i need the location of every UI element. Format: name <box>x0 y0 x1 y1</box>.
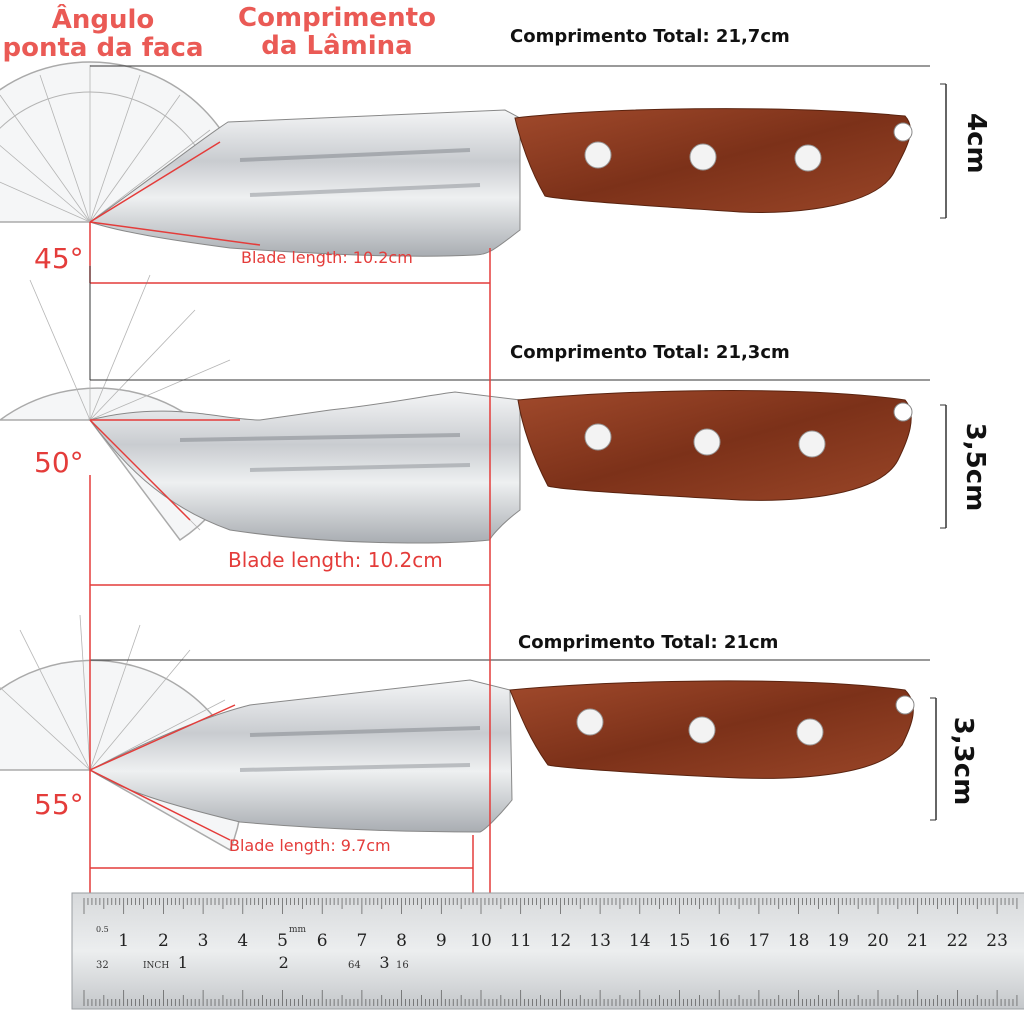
ruler-inch-labels: 1 2 3 <box>178 953 390 972</box>
ruler-cm-label: 5 <box>277 931 288 951</box>
blade-length-header: Comprimento da Lâmina <box>238 3 436 61</box>
ruler-cm-label: 21 <box>907 931 929 951</box>
ruler-cm-label: 22 <box>947 931 969 951</box>
ruler-cm-label: 13 <box>589 931 611 951</box>
ruler-cm-label: 6 <box>317 931 328 951</box>
knife-1-total-length: Comprimento Total: 21,7cm <box>510 26 790 47</box>
ruler-cm-label: 8 <box>396 931 407 951</box>
knife-3-width: 3,3cm <box>948 716 978 806</box>
ruler-cm-label: 4 <box>237 931 248 951</box>
ruler-cm-label: 7 <box>356 931 367 951</box>
ruler-cm-label: 1 <box>118 931 129 951</box>
ruler-mm-unit: mm <box>289 925 307 935</box>
angle-header: Ângulo ponta da faca <box>2 5 204 63</box>
ruler-cm-label: 12 <box>550 931 572 951</box>
ruler-cm-label: 11 <box>510 931 532 951</box>
knife-2-angle: 50° <box>34 446 84 479</box>
knife-2-blade-length: Blade length: 10.2cm <box>228 548 443 572</box>
ruler-cm-label: 17 <box>748 931 770 951</box>
knife-1-width: 4cm <box>961 113 991 174</box>
ruler-cm-label: 19 <box>827 931 849 951</box>
ruler-cm-label: 9 <box>436 931 447 951</box>
ruler-cm-label: 15 <box>669 931 691 951</box>
ruler-cm-label: 16 <box>708 931 730 951</box>
ruler-inch-label: 1 <box>178 953 188 972</box>
ruler-cm-label: 10 <box>470 931 492 951</box>
ruler-small-label: 0.5 <box>96 925 109 934</box>
ruler-cm-label: 14 <box>629 931 651 951</box>
knife-2-width: 3,5cm <box>960 422 990 512</box>
knife-1-angle: 45° <box>34 242 84 275</box>
knife-3-total-length: Comprimento Total: 21cm <box>518 632 779 653</box>
ruler-cm-label: 20 <box>867 931 889 951</box>
ruler-cm-label: 2 <box>158 931 169 951</box>
knife-1-blade-length: Blade length: 10.2cm <box>241 248 413 267</box>
knife-2-total-length: Comprimento Total: 21,3cm <box>510 342 790 363</box>
knife-1 <box>0 61 947 284</box>
knife-3-blade-length: Blade length: 9.7cm <box>229 836 391 855</box>
ruler-cm-label: 23 <box>986 931 1008 951</box>
ruler-mark-16: 16 <box>396 960 409 971</box>
ruler-inch-unit: INCH <box>143 961 169 971</box>
ruler-ticks <box>83 898 1018 1006</box>
knife-2 <box>0 265 947 586</box>
knife-3-angle: 55° <box>34 788 84 821</box>
knife-3 <box>0 585 937 900</box>
ruler-cm-label: 3 <box>198 931 209 951</box>
ruler-cm-label: 18 <box>788 931 810 951</box>
ruler-inch-label: 2 <box>279 953 289 972</box>
ruler-mark-64: 64 <box>348 960 361 971</box>
ruler-mark-32: 32 <box>96 960 109 971</box>
ruler-inch-label: 3 <box>379 953 389 972</box>
